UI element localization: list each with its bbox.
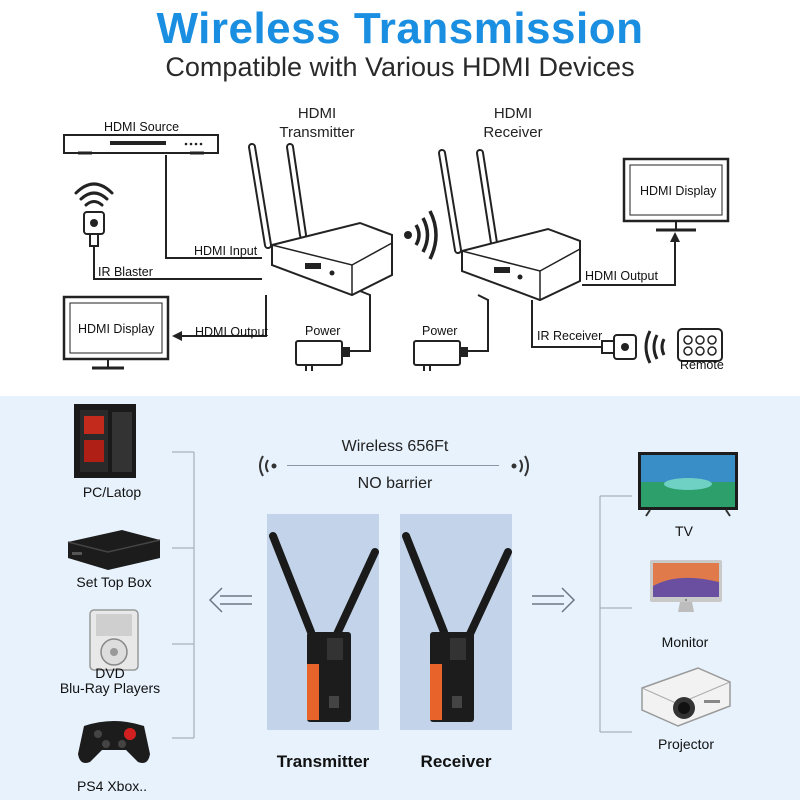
game-controller-image — [78, 721, 150, 763]
pc-tower-image — [74, 404, 136, 478]
hdmi-receiver-label: HDMI Receiver — [458, 104, 568, 142]
source-label-pc: PC/Latop — [82, 484, 142, 500]
page-title: Wireless Transmission — [156, 4, 644, 53]
hdmi-display-left — [62, 295, 170, 370]
ir-receiver-icon — [601, 334, 637, 360]
ir-blaster-icon — [83, 211, 105, 247]
source-label-set-top-box: Set Top Box — [76, 574, 152, 590]
dvd-player-image — [89, 609, 139, 671]
power-right-label: Power — [422, 324, 458, 338]
transmitter-device — [248, 143, 393, 297]
hdmi-source-label: HDMI Source — [104, 120, 180, 134]
ir-receiver-label: IR Receiver — [537, 329, 603, 343]
hdmi-display-right — [622, 157, 730, 232]
hdmi-receiver-label-line2: Receiver — [483, 124, 543, 141]
wifi-icon — [74, 182, 114, 207]
transmitter-label: Transmitter — [276, 752, 370, 771]
hdmi-transmitter-label: HDMI Transmitter — [262, 104, 372, 142]
connection-diagram — [62, 134, 730, 371]
set-top-box-image — [67, 530, 161, 570]
display-label-monitor: Monitor — [661, 634, 709, 650]
wireless-distance-text: Wireless 656Ft — [341, 438, 449, 455]
right-bracket — [599, 495, 632, 733]
left-bracket — [172, 451, 195, 739]
hdmi-display-right-label: HDMI Display — [640, 184, 717, 198]
hdmi-transmitter-label-line1: HDMI — [297, 105, 337, 122]
no-barrier-text: NO barrier — [357, 475, 433, 492]
hdmi-output-left-label: HDMI Output — [195, 325, 268, 339]
hdmi-source-device — [63, 134, 219, 155]
remote-icon — [677, 328, 723, 362]
wireless-divider — [287, 465, 499, 466]
monitor-image — [650, 560, 722, 612]
receiver-device — [438, 149, 581, 302]
remote-label: Remote — [680, 358, 724, 372]
signal-right-icon — [511, 455, 529, 477]
display-label-projector: Projector — [657, 736, 715, 752]
hdmi-display-left-label: HDMI Display — [78, 322, 155, 336]
tv-image — [638, 452, 738, 517]
arrow-left-icon — [208, 587, 252, 613]
hdmi-receiver-label-line1: HDMI — [493, 105, 533, 122]
hdmi-transmitter-label-line2: Transmitter — [279, 124, 355, 141]
projector-image — [641, 667, 731, 727]
power-adapter-left — [295, 290, 371, 371]
ir-blaster-label: IR Blaster — [98, 265, 153, 279]
hdmi-output-right-label: HDMI Output — [585, 269, 658, 283]
display-label-tv: TV — [675, 523, 693, 539]
hdmi-input-label: HDMI Input — [194, 244, 258, 258]
source-label-dvd-line2: Blu-Ray Players — [59, 680, 161, 696]
source-label-dvd-line1: DVD — [95, 665, 125, 681]
receiver-label: Receiver — [420, 752, 492, 771]
signal-icon — [404, 210, 438, 260]
power-left-label: Power — [305, 324, 341, 338]
arrow-right-icon — [532, 587, 576, 613]
signal-left-icon — [259, 455, 277, 477]
transmitter-device-photo — [269, 532, 379, 722]
page-subtitle: Compatible with Various HDMI Devices — [165, 52, 635, 82]
power-adapter-right — [413, 294, 489, 371]
receiver-device-photo — [402, 532, 512, 722]
source-label-dvd: DVD Blu-Ray Players — [40, 666, 180, 696]
source-label-ps4: PS4 Xbox.. — [76, 778, 148, 794]
